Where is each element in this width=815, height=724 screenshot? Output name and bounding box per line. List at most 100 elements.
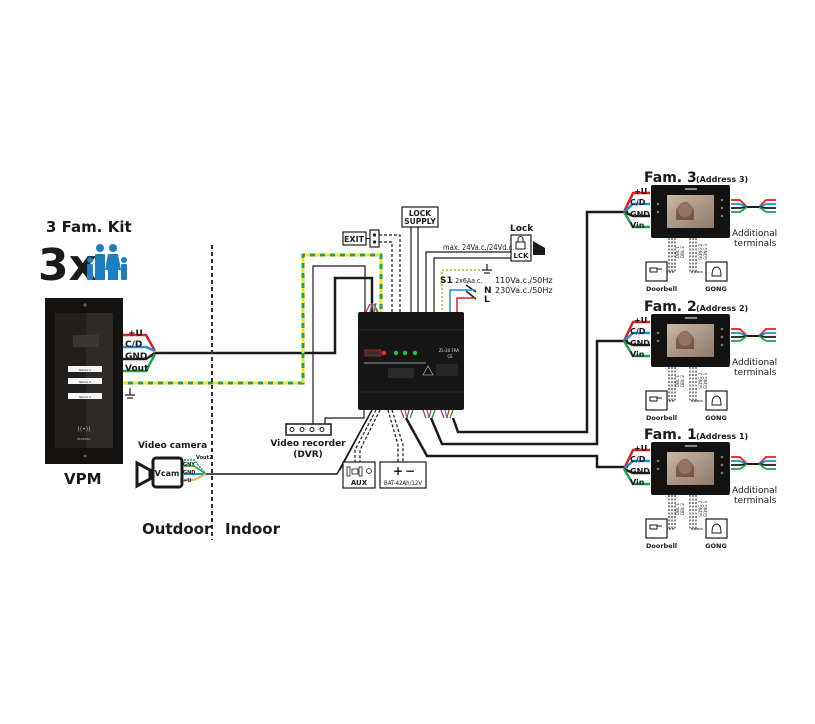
svg-text:DBL 2: DBL 2 (680, 503, 686, 515)
monitor-address-label: (Address 1) (696, 432, 748, 441)
kit-header: 3 Fam. Kit 3x (38, 218, 132, 291)
monitor-button[interactable] (656, 202, 660, 206)
name-tag-2[interactable] (68, 378, 102, 384)
svg-text:LOCK: LOCK (409, 209, 432, 218)
svg-text:DBL 2: DBL 2 (680, 246, 686, 258)
monitor-button[interactable] (720, 327, 724, 331)
svg-text:GND: GND (630, 210, 650, 219)
doorbell-icon (649, 396, 662, 402)
svg-text:Vin: Vin (630, 350, 645, 359)
monitor-button[interactable] (720, 206, 724, 210)
camera-terminals: Vout2 GNY GND +U (183, 455, 213, 484)
gong-device (705, 390, 728, 411)
svg-text:+U: +U (183, 478, 191, 484)
terminal-wire (623, 210, 650, 218)
terminal-wire (623, 331, 650, 342)
svg-text:Vout2: Vout2 (196, 455, 213, 461)
outdoor-label: Outdoor (142, 520, 212, 538)
svg-text:terminals: terminals (734, 496, 777, 506)
additional-terminals-label: Additional (732, 229, 777, 239)
terminal-wire (623, 339, 650, 347)
camera-label: Vcam (155, 469, 180, 478)
terminal-wire (623, 459, 650, 470)
monitor-button[interactable] (720, 198, 724, 202)
battery: + − BAT-42Ah/12V (379, 461, 427, 489)
gong-device (705, 261, 728, 282)
rfid-icon: ((•)) (78, 426, 91, 433)
trunk-wire-fam1 (404, 417, 628, 469)
module-model: ZL-20 FRA (439, 348, 460, 353)
monitor-button[interactable] (656, 331, 660, 335)
battery-label: BAT-42Ah/12V (384, 480, 422, 487)
svg-text:+U: +U (634, 316, 647, 325)
status-led-1 (393, 350, 399, 356)
svg-text:EXIT: EXIT (344, 235, 365, 244)
lock-device: LCK (510, 234, 545, 262)
monitor-button[interactable] (720, 343, 724, 347)
doorbell-label: Doorbell (646, 542, 677, 550)
svg-text:GND: GND (183, 470, 195, 476)
svg-text:CE: CE (447, 354, 453, 359)
svg-text:C/D: C/D (630, 327, 646, 336)
monitor-button[interactable] (720, 214, 724, 218)
monitor-family-label: Fam. 1 (644, 427, 697, 443)
video-camera: Vcam (135, 456, 184, 489)
svg-text:DBL 1: DBL 1 (675, 375, 681, 387)
svg-text:Vin: Vin (630, 478, 645, 487)
additional-terminals-label: Additional (732, 358, 777, 368)
svg-text:GNY: GNY (183, 462, 195, 468)
svg-text:GONG 1: GONG 1 (703, 500, 709, 517)
monitor-button[interactable] (656, 467, 660, 471)
mains-voltage-2: 230Va.c./50Hz (495, 286, 553, 295)
monitor-fam-1: Fam. 1(Address 1)+UC/DGNDVinAdditionalte… (622, 427, 777, 550)
lock-terminal: LCK (513, 252, 529, 260)
svg-text:DBL 1: DBL 1 (675, 503, 681, 515)
terminal-wire (622, 211, 650, 229)
mains-voltage-1: 110Va.c./50Hz (495, 276, 553, 285)
vpm-name-tags: Name 1 Name 2 Name 3 (68, 366, 102, 399)
svg-text:+: + (393, 464, 403, 478)
monitor-button[interactable] (720, 471, 724, 475)
vpm-terminals: +U C/D GND Vout (123, 329, 157, 399)
monitor-button[interactable] (656, 339, 660, 343)
indoor-label: Indoor (225, 520, 281, 538)
module-output-connectors (400, 409, 454, 419)
terminal-wire (622, 191, 650, 213)
svg-text:C/D: C/D (630, 198, 646, 207)
bell-icon (711, 523, 722, 534)
monitor-button[interactable] (720, 335, 724, 339)
svg-text:−: − (405, 464, 415, 478)
name-tag-1[interactable] (68, 366, 102, 372)
status-led-3 (412, 350, 418, 356)
monitor-fam-2: Fam. 2(Address 2)+UC/DGNDVinAdditionalte… (622, 299, 777, 422)
vpm-brand: ELEKTRA (77, 437, 91, 441)
svg-text:GND: GND (630, 339, 650, 348)
terminal-wire (622, 340, 650, 358)
svg-text:DBL 2: DBL 2 (680, 375, 686, 387)
monitor-button[interactable] (720, 463, 724, 467)
monitor-button[interactable] (720, 455, 724, 459)
s1-rating: : 2x6Aa.c. (451, 277, 483, 285)
additional-terminals-label: Additional (732, 486, 777, 496)
svg-text:N: N (484, 286, 492, 296)
lock-bolt-icon (533, 241, 545, 255)
svg-text:+U: +U (634, 187, 647, 196)
ground-icon (125, 388, 135, 399)
dvr-label: Video recorder (270, 439, 346, 449)
mains-earth-wire (441, 269, 484, 312)
dvr-wire-2 (324, 408, 365, 424)
trunk-wire-fam3 (451, 210, 628, 434)
svg-text:terminals: terminals (734, 239, 777, 249)
s1-label: S1 (440, 276, 453, 286)
name-tag-3[interactable] (68, 393, 102, 399)
monitor-button[interactable] (656, 210, 660, 214)
svg-text:+U: +U (634, 444, 647, 453)
module-bus-connector-in (365, 302, 379, 313)
svg-text:Name 2: Name 2 (79, 380, 91, 384)
svg-text:C/D: C/D (125, 340, 142, 350)
power-supply-module: ZL-20 FRA CE (358, 312, 464, 410)
lock-title: Lock (510, 224, 534, 234)
svg-text:GONG 1: GONG 1 (703, 243, 709, 260)
monitor-button[interactable] (656, 459, 660, 463)
monitor-family-label: Fam. 3 (644, 170, 697, 186)
